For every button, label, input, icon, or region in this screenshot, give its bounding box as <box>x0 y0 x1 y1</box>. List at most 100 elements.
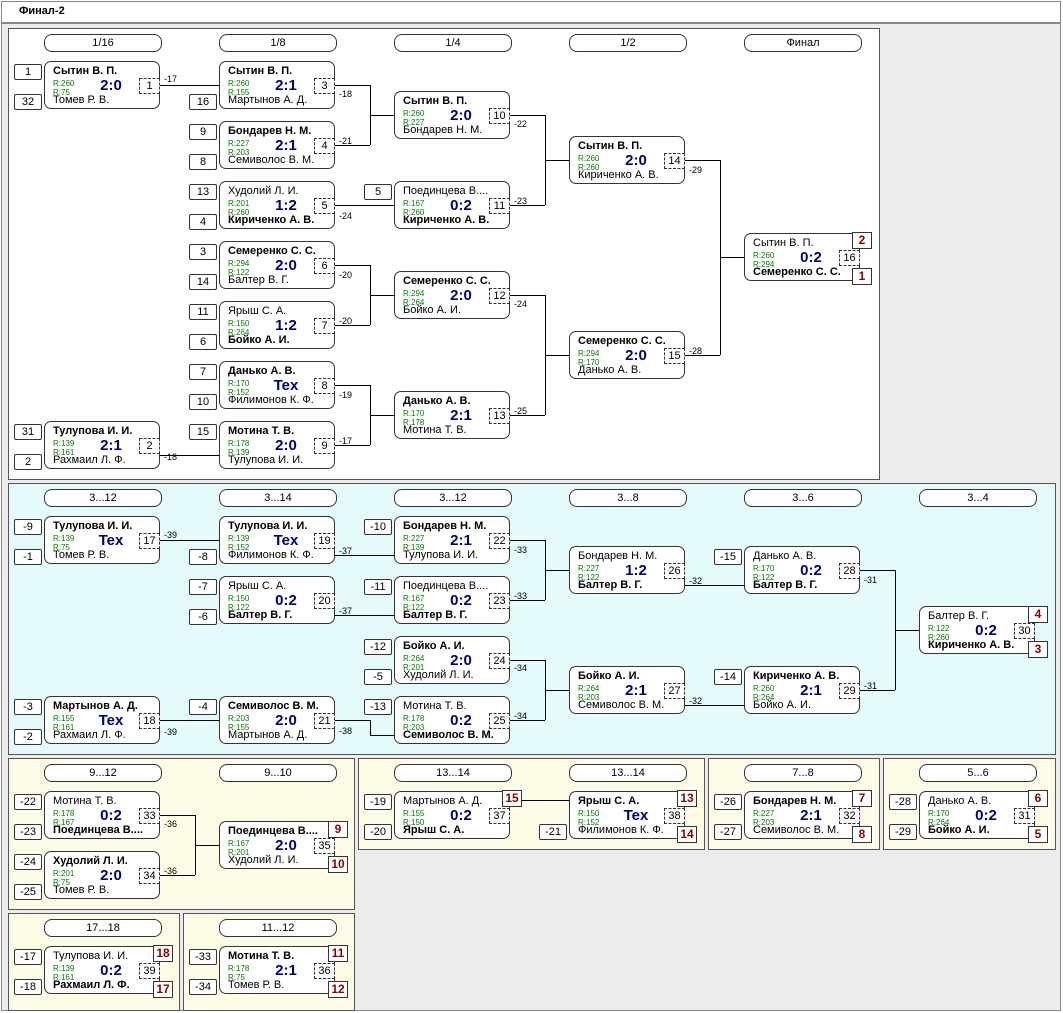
loser-destination-label: -23 <box>514 196 528 206</box>
player-bottom: Семиволос В. М. <box>753 824 840 836</box>
match-score: 2:0 <box>275 837 297 854</box>
match-number: 34 <box>139 868 160 884</box>
player-bottom: Балтер В. Г. <box>753 579 818 591</box>
rating-top: R:178 <box>228 439 250 448</box>
match-score: 0:2 <box>450 712 472 729</box>
rating-bottom: R:155 <box>228 88 250 97</box>
connector-line <box>860 570 895 571</box>
loser-destination-label: -24 <box>339 211 353 221</box>
round-header: 3...14 <box>219 489 337 507</box>
connector-line <box>545 690 570 691</box>
connector-line <box>510 720 545 721</box>
connector-line <box>370 735 395 736</box>
seed-number: -3 <box>14 699 42 715</box>
loser-destination-label: -21 <box>339 136 353 146</box>
loser-destination-label: -32 <box>689 696 703 706</box>
match-number: 36 <box>314 963 335 979</box>
match-number: 5 <box>314 198 335 214</box>
loser-destination-label: -34 <box>514 663 528 673</box>
rating-bottom: R:201 <box>228 848 250 857</box>
match-score: 2:0 <box>450 287 472 304</box>
seed-number: 1 <box>14 64 42 80</box>
player-top: Семеренко С. С. <box>578 335 666 347</box>
connector-line <box>685 705 745 706</box>
rating-top: R:264 <box>403 654 425 663</box>
player-top: Бондарев Н. М. <box>753 795 837 807</box>
seed-number: -18 <box>14 979 42 995</box>
place-badge: 13 <box>677 790 697 807</box>
match-number: 6 <box>314 258 335 274</box>
player-top: Кириченко А. В. <box>753 670 840 682</box>
round-header: 1/16 <box>44 34 162 52</box>
connector-line <box>685 585 745 586</box>
connector-line <box>160 455 220 456</box>
round-header: 3...6 <box>744 489 862 507</box>
rating-bottom: R:170 <box>578 358 600 367</box>
match-number: 35 <box>314 838 335 854</box>
match-score: 2:1 <box>275 77 297 94</box>
player-top: Мотина Т. В. <box>403 700 467 712</box>
match-number: 27 <box>664 683 685 699</box>
seed-number: -1 <box>14 549 42 565</box>
connector-line <box>335 445 370 446</box>
rating-top: R:294 <box>578 349 600 358</box>
rating-top: R:260 <box>753 684 775 693</box>
connector-line <box>370 115 395 116</box>
rating-bottom: R:152 <box>228 388 250 397</box>
rating-bottom: R:122 <box>403 603 425 612</box>
match-number: 21 <box>314 713 335 729</box>
match-number: 22 <box>489 533 510 549</box>
match-number: 20 <box>314 593 335 609</box>
loser-destination-label: -18 <box>339 89 353 99</box>
place-badge: 14 <box>677 826 697 843</box>
match-score: 2:1 <box>100 437 122 454</box>
match-number: 29 <box>839 683 860 699</box>
connector-line <box>370 415 395 416</box>
match-score: 2:0 <box>450 652 472 669</box>
seed-number: 10 <box>189 394 217 410</box>
seed-number: 11 <box>189 304 217 320</box>
rating-top: R:227 <box>228 139 250 148</box>
player-top: Ярыш С. А. <box>228 305 287 317</box>
